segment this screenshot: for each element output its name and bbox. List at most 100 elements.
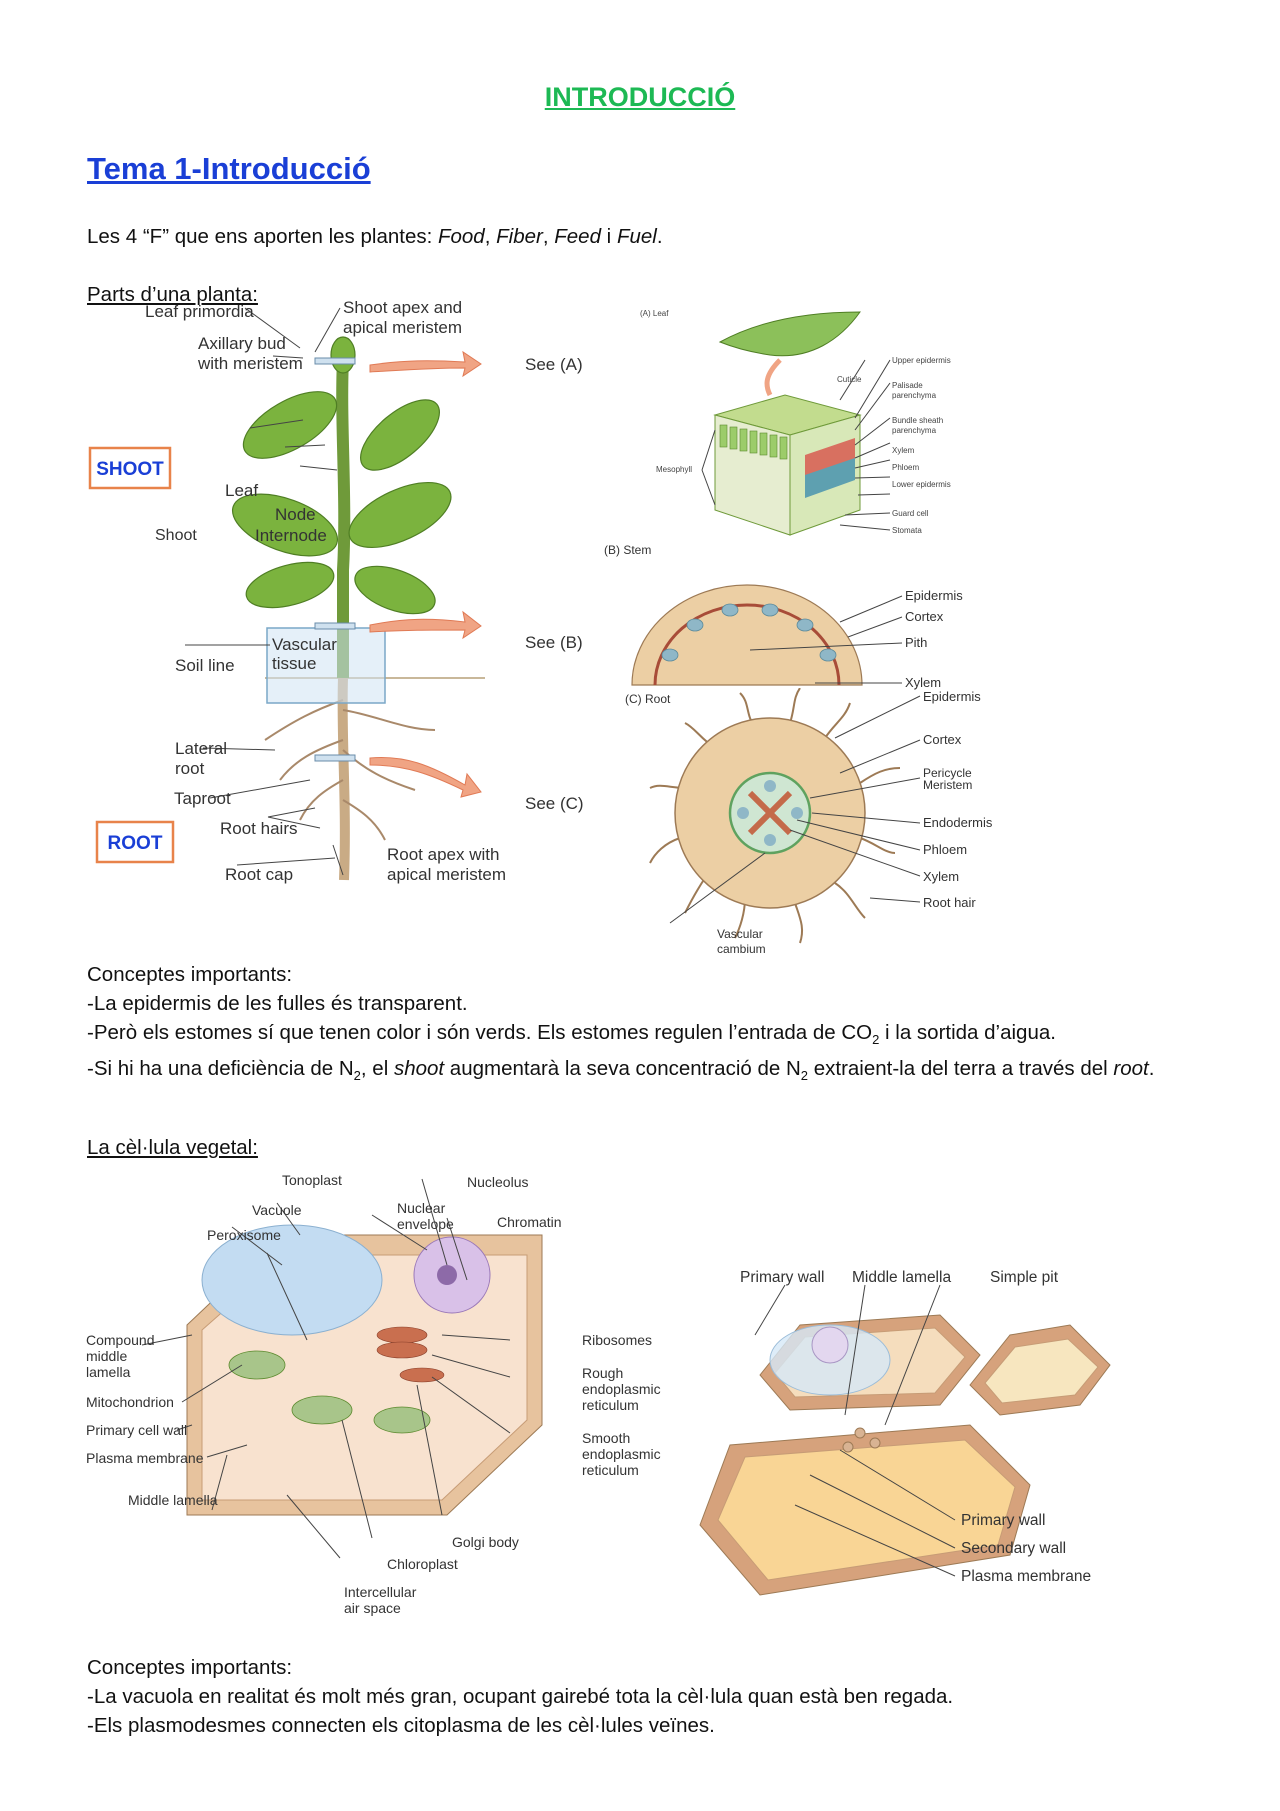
- cell-label-rough-2: endoplasmic: [582, 1381, 661, 1397]
- cell-label-intercellular-1: Intercellular: [344, 1584, 417, 1600]
- wall-label-primary-wall: Primary wall: [961, 1512, 1045, 1529]
- lower-cell-interior: [717, 1439, 1016, 1581]
- cell-label-mitochondrion: Mitochondrion: [86, 1394, 174, 1410]
- label-soil-line: Soil line: [175, 656, 235, 675]
- taproot: [337, 677, 350, 881]
- cell-label-peroxisome: Peroxisome: [207, 1227, 281, 1243]
- concepts2-heading: Conceptes importants:: [87, 1656, 293, 1679]
- intro-feed: Feed: [554, 225, 601, 248]
- leaf-label-upper-epidermis: Upper epidermis: [892, 356, 951, 365]
- concepts2-line2: -Els plasmodesmes connecten els citoplas…: [87, 1714, 715, 1737]
- palisade-cells: [719, 424, 788, 460]
- cell-label-intercellular-2: air space: [344, 1600, 401, 1616]
- label-axillary-2: with meristem: [197, 354, 303, 373]
- cell-wall-diagram: Primary wall Middle lamella Simple pit P…: [699, 1269, 1111, 1596]
- wall-label-secondary-wall: Secondary wall: [961, 1540, 1066, 1557]
- cell-label-compound-3: lamella: [86, 1364, 131, 1380]
- concepts1-heading: Conceptes importants:: [87, 963, 293, 986]
- concepts1-block: Conceptes importants: -La epidermis de l…: [87, 960, 1217, 1090]
- leaf-label-palisade-1: Palisade: [892, 381, 923, 390]
- leaf-label-lower-epidermis: Lower epidermis: [892, 480, 951, 489]
- root-label-epidermis: Epidermis: [923, 689, 981, 704]
- section-plate-c: [314, 754, 356, 762]
- stem-cross-section: (B) Stem Epidermis Cortex Pith Xylem: [604, 543, 963, 690]
- stem-label-pith: Pith: [905, 635, 927, 650]
- cell-label-golgi: Golgi body: [452, 1534, 519, 1550]
- leaf-leader-lines: [701, 359, 891, 531]
- shoot-box: [88, 446, 172, 490]
- label-leaf-primordia: Leaf primordia: [145, 302, 254, 321]
- concepts2-line1: -La vacuola en realitat és molt més gran…: [87, 1685, 954, 1708]
- stem-leader-lines: [749, 595, 903, 684]
- root-label-phloem: Phloem: [923, 842, 967, 857]
- stem-figure-title: (B) Stem: [604, 543, 651, 557]
- root-label-pericycle-2: Meristem: [923, 778, 972, 792]
- root-xylem: [747, 790, 793, 836]
- label-internode: Internode: [255, 526, 327, 545]
- shoot-box-label: SHOOT: [96, 459, 164, 480]
- leaf-shape: [718, 311, 861, 357]
- root-phloem: [737, 780, 803, 846]
- simple-pits: [842, 1427, 881, 1453]
- wall-label-middle-lamella: Middle lamella: [852, 1269, 951, 1286]
- root-box-label: ROOT: [108, 833, 163, 854]
- cell-label-vacuole: Vacuole: [252, 1202, 302, 1218]
- chloroplasts: [228, 1350, 431, 1434]
- cell-label-chromatin: Chromatin: [497, 1214, 562, 1230]
- label-see-c: See (C): [525, 794, 584, 813]
- root-label-vascular-2: cambium: [717, 942, 766, 956]
- cell-heading: La cèl·lula vegetal:: [87, 1136, 258, 1159]
- plant-cell-diagram: Tonoplast Nucleolus Vacuole Nuclear enve…: [86, 1172, 661, 1616]
- cell-label-chloroplast: Chloroplast: [387, 1556, 458, 1572]
- intro-fuel: Fuel: [616, 225, 657, 248]
- cell-label-nucleolus: Nucleolus: [467, 1174, 528, 1190]
- leaf-label-stomata: Stomata: [892, 526, 922, 535]
- section-title: Tema 1-Introducció: [87, 151, 371, 186]
- leaf-label-palisade-2: parenchyma: [892, 391, 937, 400]
- root-label-cortex: Cortex: [923, 732, 962, 747]
- cell-label-plasma-membrane: Plasma membrane: [86, 1450, 204, 1466]
- root-label-pericycle-1: Pericycle: [923, 766, 972, 780]
- vascular-tissue-box: [266, 627, 386, 704]
- concepts2-block: Conceptes importants: -La vacuola en rea…: [87, 1653, 953, 1740]
- cell-leader-lines: [141, 1178, 511, 1559]
- stem-section: [631, 584, 863, 686]
- label-root-apex-2: apical meristem: [387, 865, 506, 884]
- label-root-apex-1: Root apex with: [387, 845, 499, 864]
- leaf-label-xylem: Xylem: [892, 446, 915, 455]
- label-root-cap: Root cap: [225, 865, 293, 884]
- intro-food: Food: [437, 225, 485, 248]
- stem-label-cortex: Cortex: [905, 609, 944, 624]
- label-shoot-apex-1: Shoot apex and: [343, 300, 462, 317]
- root-box: [95, 820, 175, 864]
- parts-heading: Parts d’una planta:: [87, 283, 258, 306]
- cell-label-smooth-2: endoplasmic: [582, 1446, 661, 1462]
- leaf-label-bundle-1: Bundle sheath: [892, 416, 943, 425]
- stem-bundles: [661, 603, 837, 662]
- leaf-figure-title: (A) Leaf: [640, 309, 669, 318]
- wall-nucleus: [811, 1326, 849, 1364]
- cell-label-smooth-1: Smooth: [582, 1430, 630, 1446]
- stem-label-xylem: Xylem: [905, 675, 941, 690]
- cell-label-tonoplast: Tonoplast: [282, 1172, 342, 1188]
- plant-leader-lines: [185, 307, 344, 876]
- cell-label-compound-1: Compound: [86, 1332, 155, 1348]
- leaf-arrow: [764, 358, 782, 397]
- wall-label-primary-wall-top: Primary wall: [740, 1269, 824, 1286]
- document-title: INTRODUCCIÓ: [544, 82, 736, 112]
- cell-label-rough-3: reticulum: [582, 1397, 639, 1413]
- concepts1-line3: -Si hi ha una deficiència de N2, el shoo…: [87, 1057, 1155, 1084]
- label-vascular-1: Vascular: [272, 635, 337, 654]
- leaf-cross-section: (A) Leaf Upper epidermis Cuticle Palisad…: [640, 309, 951, 536]
- wall-leader-lines: [754, 1284, 956, 1577]
- label-see-b: See (B): [525, 633, 583, 652]
- label-lateral-1: Lateral: [175, 739, 227, 758]
- cell-label-rough-1: Rough: [582, 1365, 623, 1381]
- label-vascular-2: tissue: [272, 654, 316, 673]
- leaf-label-bundle-2: parenchyma: [892, 426, 937, 435]
- nucleolus-shape: [437, 1265, 457, 1285]
- label-lateral-2: root: [175, 759, 205, 778]
- cell-label-nuclear-2: envelope: [397, 1216, 454, 1232]
- root-label-xylem: Xylem: [923, 869, 959, 884]
- stem-label-epidermis: Epidermis: [905, 588, 963, 603]
